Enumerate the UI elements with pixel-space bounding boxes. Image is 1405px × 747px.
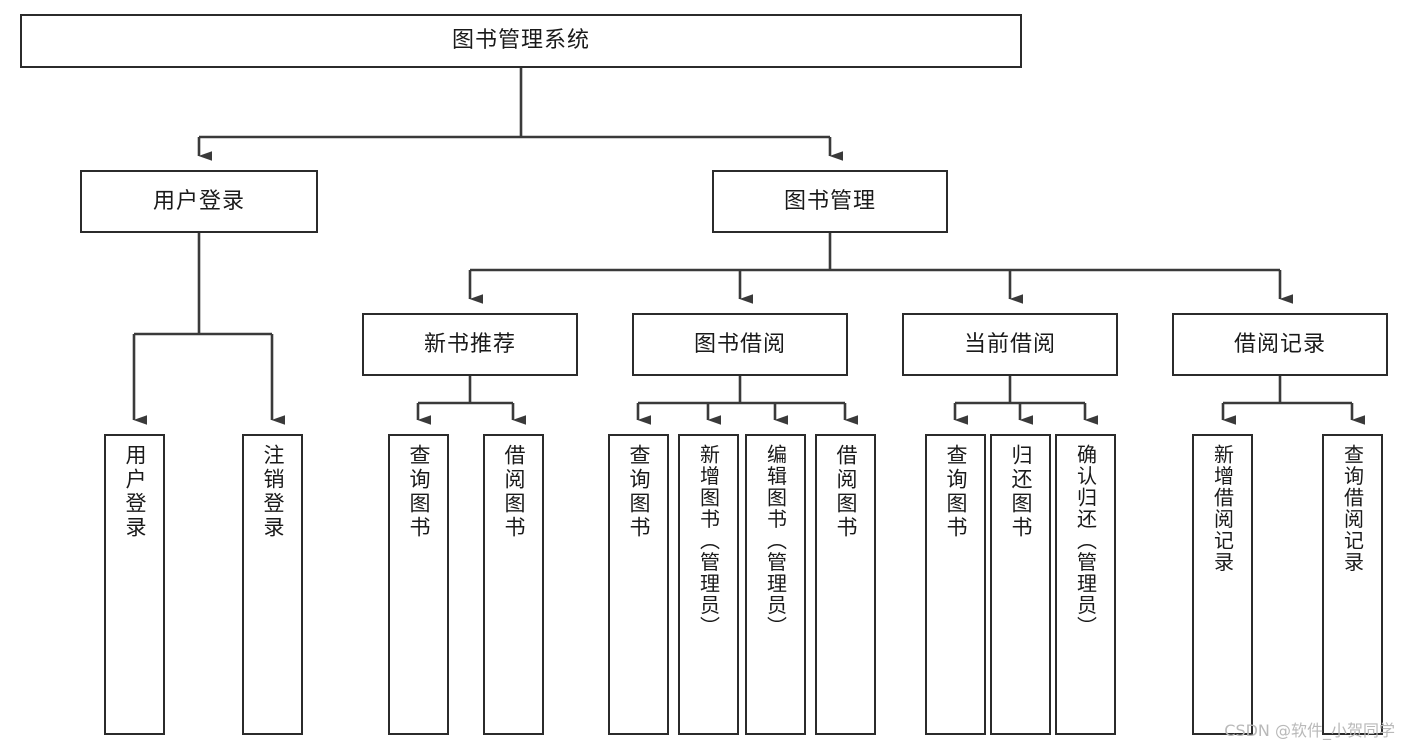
node-leaf-borrow-book-1[interactable]: 借阅图书 [483,434,544,735]
node-root-system-label: 图书管理系统 [451,28,590,54]
csdn-watermark: CSDN @软件_小贺同学 [1224,721,1395,740]
node-leaf-query-book-3[interactable]: 查询图书 [925,434,986,735]
node-leaf-query-book-2[interactable]: 查询图书 [608,434,669,735]
node-new-book-recommend[interactable]: 新书推荐 [362,313,578,376]
node-borrow-record-label: 借阅记录 [1233,331,1326,357]
node-leaf-add-book-label: 新增图书（管理员） [696,444,721,638]
node-leaf-logout-login[interactable]: 注销登录 [242,434,303,735]
node-current-borrow[interactable]: 当前借阅 [902,313,1118,376]
node-leaf-query-record[interactable]: 查询借阅记录 [1322,434,1383,735]
node-leaf-add-book[interactable]: 新增图书（管理员） [678,434,739,735]
node-leaf-query-book-2-label: 查询图书 [627,444,651,540]
node-leaf-borrow-book-2-label: 借阅图书 [834,444,858,540]
node-current-borrow-label: 当前借阅 [963,331,1056,357]
node-leaf-return-book[interactable]: 归还图书 [990,434,1051,735]
node-leaf-add-record[interactable]: 新增借阅记录 [1192,434,1253,735]
node-leaf-borrow-book-1-label: 借阅图书 [502,444,526,540]
node-leaf-query-book-1[interactable]: 查询图书 [388,434,449,735]
node-leaf-user-login-label: 用户登录 [123,444,147,540]
node-leaf-borrow-book-2[interactable]: 借阅图书 [815,434,876,735]
node-book-manage[interactable]: 图书管理 [712,170,948,233]
node-leaf-query-book-3-label: 查询图书 [944,444,968,540]
node-leaf-add-record-label: 新增借阅记录 [1210,444,1235,573]
node-borrow-record[interactable]: 借阅记录 [1172,313,1388,376]
node-leaf-confirm-return-label: 确认归还（管理员） [1073,444,1098,638]
node-leaf-query-book-1-label: 查询图书 [407,444,431,540]
node-leaf-return-book-label: 归还图书 [1009,444,1033,540]
node-book-manage-label: 图书管理 [783,188,876,214]
node-user-login[interactable]: 用户登录 [80,170,318,233]
node-book-borrow-label: 图书借阅 [693,331,786,357]
node-leaf-user-login[interactable]: 用户登录 [104,434,165,735]
node-leaf-edit-book[interactable]: 编辑图书（管理员） [745,434,806,735]
node-new-book-recommend-label: 新书推荐 [423,331,516,357]
node-leaf-edit-book-label: 编辑图书（管理员） [763,444,788,638]
node-leaf-query-record-label: 查询借阅记录 [1340,444,1365,573]
node-user-login-label: 用户登录 [152,188,245,214]
node-leaf-logout-login-label: 注销登录 [261,444,285,540]
node-book-borrow[interactable]: 图书借阅 [632,313,848,376]
node-root-system[interactable]: 图书管理系统 [20,14,1022,68]
node-leaf-confirm-return[interactable]: 确认归还（管理员） [1055,434,1116,735]
